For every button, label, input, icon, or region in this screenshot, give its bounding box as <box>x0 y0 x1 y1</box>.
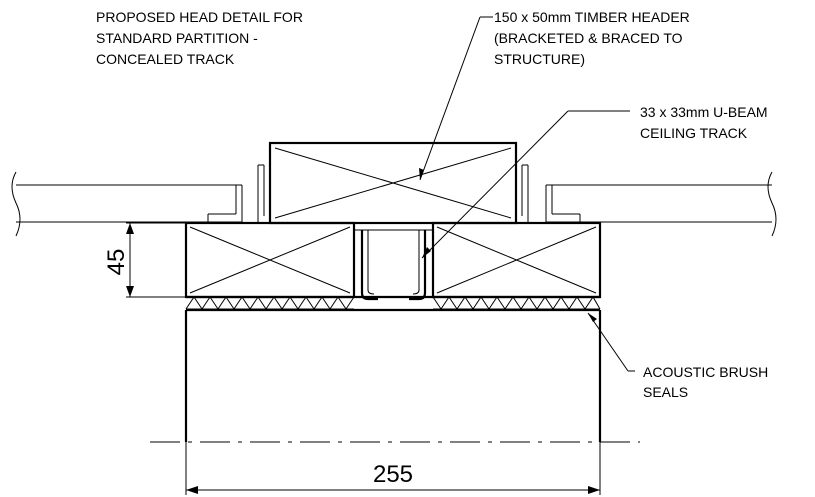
ceiling-right <box>545 171 777 237</box>
height-dimension-value: 45 <box>103 249 130 276</box>
width-dimension-value: 255 <box>373 461 413 488</box>
brush-seal-right <box>432 296 601 310</box>
lower-block-right <box>431 221 602 299</box>
title-line-2: STANDARD PARTITION - <box>96 30 258 46</box>
track-callout-line-2: CEILING TRACK <box>640 125 748 141</box>
header-brackets <box>257 164 529 222</box>
seals-callout-line-2: SEALS <box>643 384 688 400</box>
title-line-1: PROPOSED HEAD DETAIL FOR <box>96 9 303 25</box>
lower-block-left <box>184 221 356 299</box>
header-callout-line-3: STRUCTURE) <box>494 51 585 67</box>
partition <box>150 295 640 443</box>
title-line-3: CONCEALED TRACK <box>96 51 235 67</box>
u-beam-track <box>354 229 433 301</box>
ceiling-left <box>11 171 243 237</box>
width-dimension <box>185 442 601 495</box>
seals-callout-line-1: ACOUSTIC BRUSH <box>643 364 768 380</box>
header-leader <box>419 16 493 181</box>
header-callout-line-2: (BRACKETED & BRACED TO <box>494 30 683 46</box>
timber-header <box>268 141 518 225</box>
seals-leader <box>587 312 635 372</box>
header-callout-line-1: 150 x 50mm TIMBER HEADER <box>494 9 690 25</box>
track-callout-line-1: 33 x 33mm U-BEAM <box>640 104 768 120</box>
brush-seal-left <box>185 296 355 310</box>
height-dimension <box>126 222 186 298</box>
